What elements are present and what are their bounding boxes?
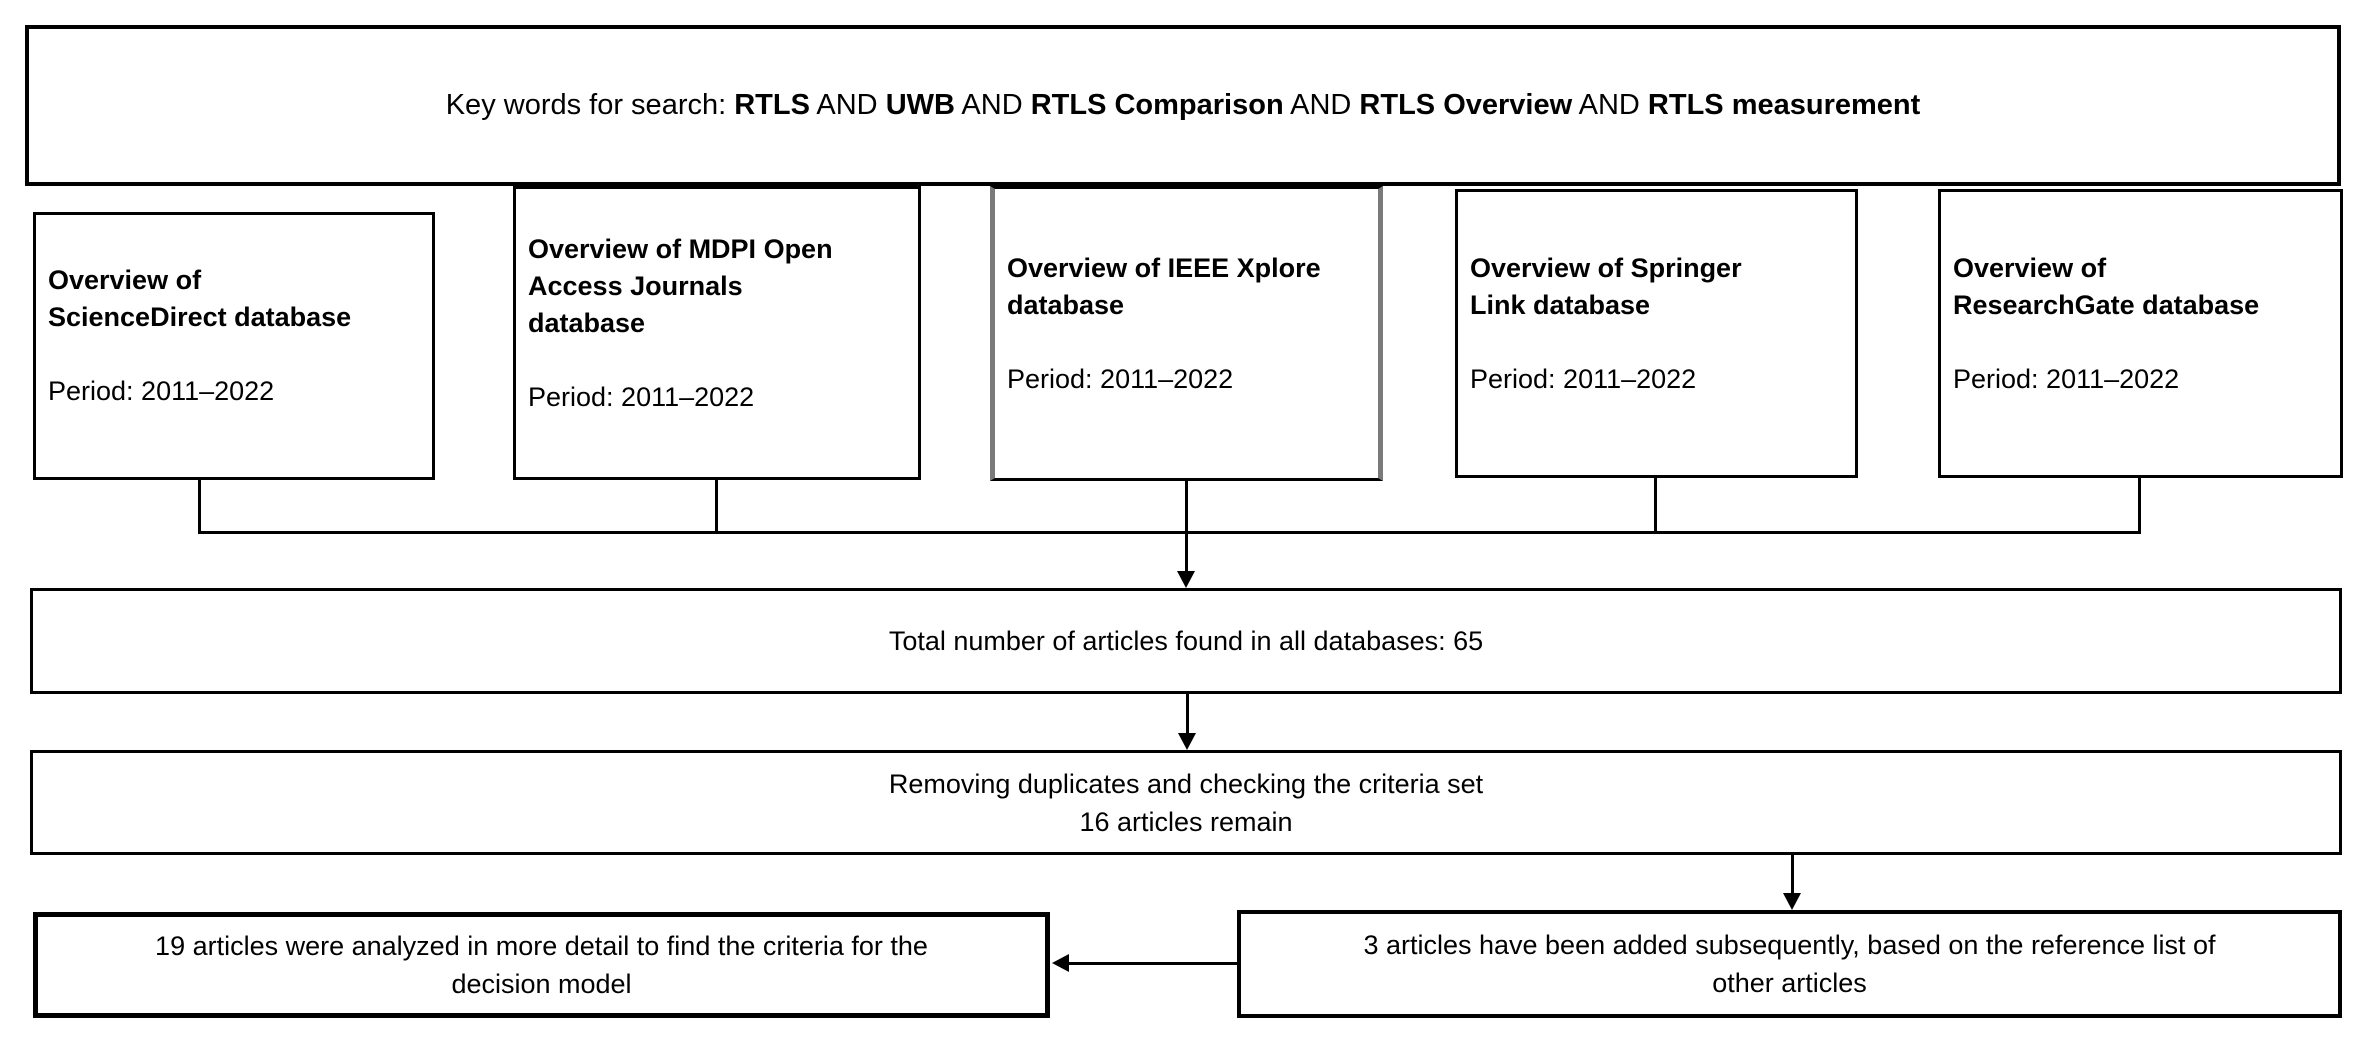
database-period: Period: 2011–2022 xyxy=(528,381,755,412)
total-articles-box: Total number of articles found in all da… xyxy=(30,588,2342,694)
keywords-segment: RTLS xyxy=(734,89,810,121)
database-title: Overview of ScienceDirect database xyxy=(48,265,352,332)
added-articles-box: 3 articles have been added subsequently,… xyxy=(1237,910,2342,1018)
arrowhead-down-to-total xyxy=(1177,571,1195,588)
keywords-segment: RTLS measurement xyxy=(1647,89,1921,121)
database-title: Overview of Springer Link database xyxy=(1470,252,1742,320)
total-articles-text: Total number of articles found in all da… xyxy=(888,626,1484,656)
connector-stub-ieee xyxy=(1185,478,1188,534)
connector-stub-sciencedirect xyxy=(198,477,201,534)
database-title: Overview of MDPI Open Access Journals da… xyxy=(528,233,833,338)
keywords-segment: AND xyxy=(809,89,886,121)
keywords-text: Key words for search: RTLS AND UWB AND R… xyxy=(446,89,1921,122)
keywords-segment: RTLS Comparison xyxy=(1030,89,1284,121)
added-articles-text: 3 articles have been added subsequently,… xyxy=(1363,930,2216,998)
database-period: Period: 2011–2022 xyxy=(48,376,275,406)
dedupe-box: Removing duplicates and checking the cri… xyxy=(30,750,2342,855)
database-box-researchgate: Overview of ResearchGate database Period… xyxy=(1938,189,2343,478)
keywords-segment: AND xyxy=(1283,89,1360,121)
arrow-stem-to-added xyxy=(1791,855,1794,895)
database-period: Period: 2011–2022 xyxy=(1953,363,2180,394)
arrowhead-left-to-analyzed xyxy=(1052,954,1069,972)
keywords-segment: Key words for search: xyxy=(445,89,735,121)
keywords-segment: UWB xyxy=(885,89,955,121)
keywords-segment: AND xyxy=(1572,89,1648,121)
database-box-springer-link: Overview of Springer Link database Perio… xyxy=(1455,189,1858,478)
database-box-mdpi: Overview of MDPI Open Access Journals da… xyxy=(513,186,921,480)
database-box-sciencedirect: Overview of ScienceDirect database Perio… xyxy=(33,212,435,480)
analyzed-articles-text: 19 articles were analyzed in more detail… xyxy=(155,931,928,999)
arrowhead-down-to-added xyxy=(1783,893,1801,910)
arrow-stem-to-total xyxy=(1185,531,1188,573)
arrow-stem-to-dedupe xyxy=(1186,694,1189,734)
dedupe-text: Removing duplicates and checking the cri… xyxy=(888,768,1484,837)
analyzed-articles-box: 19 articles were analyzed in more detail… xyxy=(33,912,1050,1018)
database-title: Overview of IEEE Xplore database xyxy=(1007,252,1321,320)
database-period: Period: 2011–2022 xyxy=(1007,363,1234,394)
arrowhead-down-to-dedupe xyxy=(1178,733,1196,750)
keywords-box: Key words for search: RTLS AND UWB AND R… xyxy=(25,25,2341,186)
arrow-stem-to-analyzed xyxy=(1066,962,1237,965)
connector-stub-researchgate xyxy=(2138,475,2141,534)
database-title: Overview of ResearchGate database xyxy=(1953,252,2260,320)
database-period: Period: 2011–2022 xyxy=(1470,363,1697,394)
database-box-ieee-xplore: Overview of IEEE Xplore database Period:… xyxy=(990,186,1383,481)
connector-stub-springer xyxy=(1654,475,1657,534)
connector-stub-mdpi xyxy=(715,477,718,534)
keywords-segment: RTLS Overview xyxy=(1359,89,1573,121)
connector-horizontal-collector xyxy=(198,531,2141,534)
keywords-segment: AND xyxy=(954,89,1031,121)
